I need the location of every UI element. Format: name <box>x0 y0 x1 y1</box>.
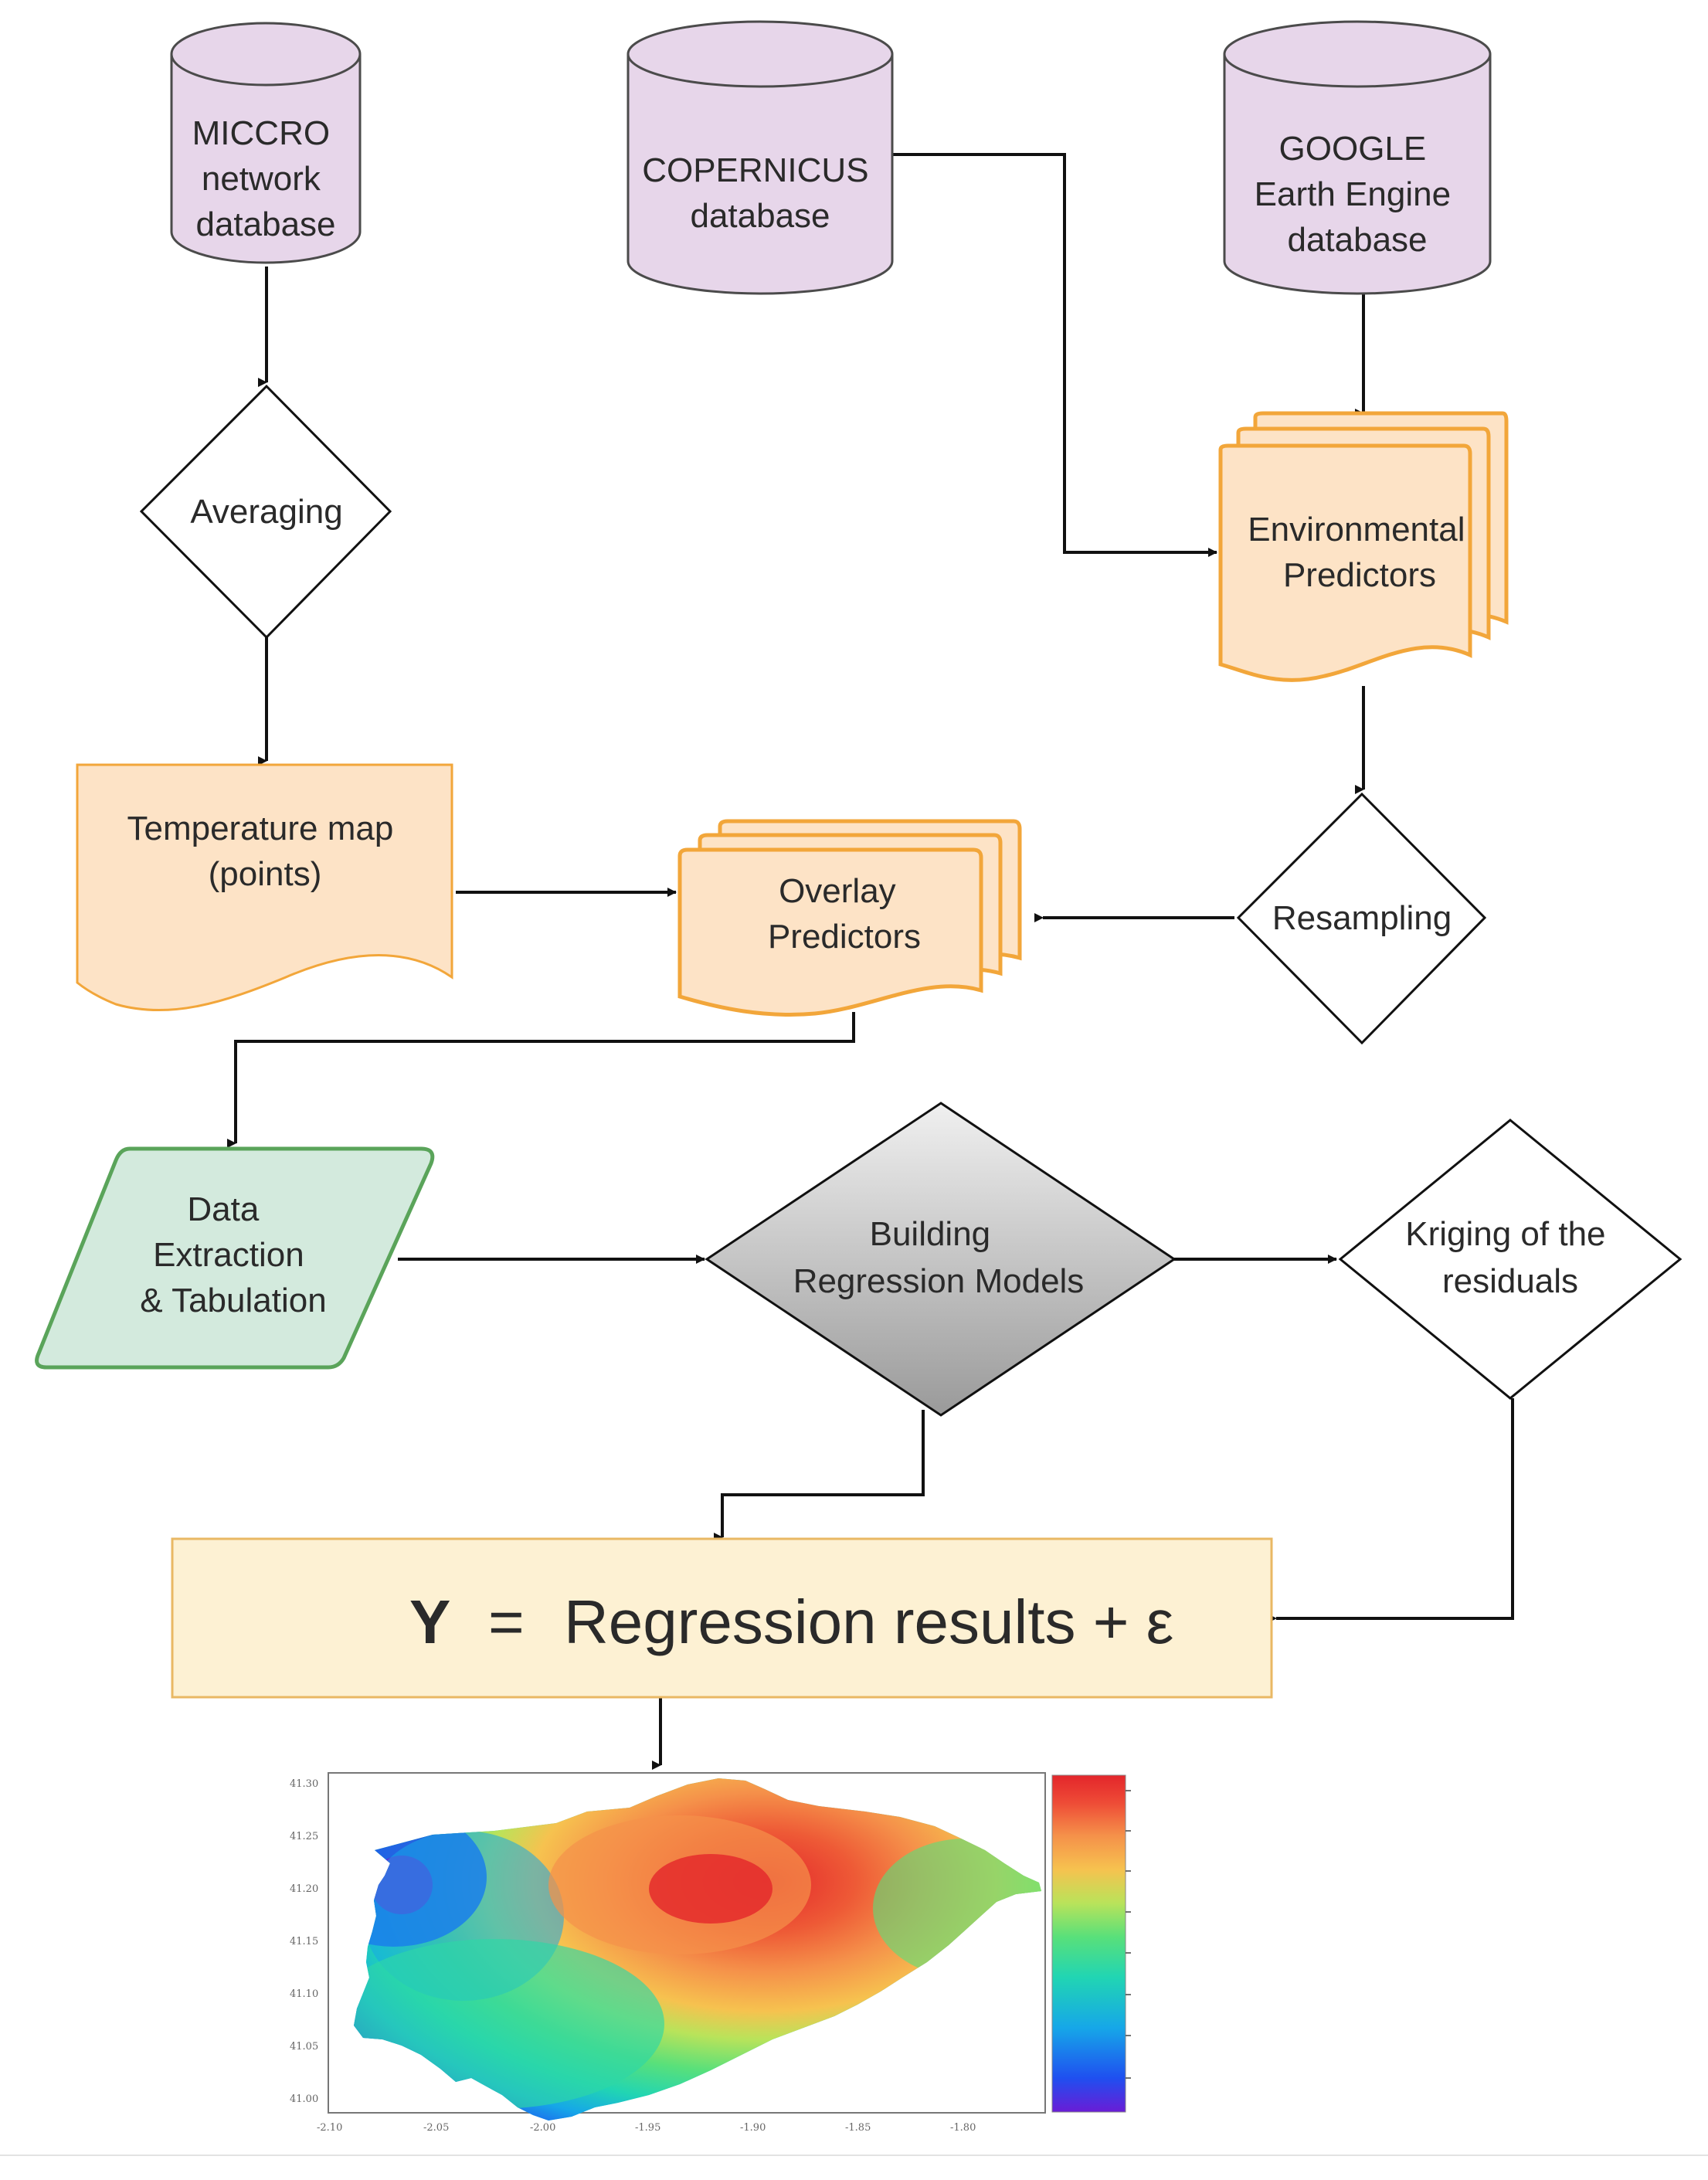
svg-text:Temperature map (points): Temperature map (points) <box>127 810 402 893</box>
google-database: GOOGLE Earth Engine database <box>1223 20 1492 295</box>
database-cylinder-body <box>170 54 362 264</box>
resampling-decision: Resampling <box>1236 792 1487 1045</box>
overlay-label-line-2: Predictors <box>768 918 921 956</box>
equation-equals: = <box>488 1587 525 1656</box>
temperature-map-label-line-1: Temperature map <box>127 810 393 847</box>
map-x-tick-label: -2.05 <box>423 2122 449 2134</box>
map-x-tick-label: -2.10 <box>317 2122 342 2134</box>
google-label-line-3: database <box>1287 221 1427 259</box>
environmental-predictors-documents: Environmental Predictors <box>1218 411 1509 682</box>
environmental-label-line-2: Predictors <box>1283 556 1436 594</box>
svg-text:Kriging of the residuals: Kriging of the residuals <box>1405 1215 1615 1300</box>
map-y-tick-label: 41.00 <box>290 2093 318 2105</box>
database-cylinder-top <box>1223 20 1492 88</box>
svg-text:Environmental Predictors: Environmental Predictors <box>1248 511 1475 594</box>
miccro-database: MICCRO network database <box>170 22 362 264</box>
map-x-tick-label: -1.80 <box>950 2122 976 2134</box>
document-sheet-front <box>1218 443 1472 682</box>
temperature-map-label-line-2: (points) <box>209 855 322 893</box>
copernicus-label-line-2: database <box>690 197 830 235</box>
google-label-line-2: Earth Engine <box>1255 175 1451 213</box>
regression-equation-box: Y = Regression results + ε <box>171 1537 1273 1699</box>
database-cylinder-body <box>626 54 894 295</box>
connectors <box>227 153 1514 1770</box>
decision-diamond <box>1338 1119 1683 1400</box>
data-extraction-label-line-3: & Tabulation <box>140 1282 326 1319</box>
miccro-label-line-2: network <box>202 160 321 198</box>
kriging-label-line-1: Kriging of the <box>1405 1215 1605 1253</box>
map-x-ticks: -2.10 -2.05 -2.00 -1.95 -1.90 -1.85 -1.8… <box>317 2122 976 2134</box>
miccro-label-line-3: database <box>195 205 335 243</box>
map-x-tick-label: -1.85 <box>845 2122 871 2134</box>
svg-text:Y = Regression res: Y = Regression results + ε <box>409 1587 1173 1656</box>
environmental-label-line-1: Environmental <box>1248 511 1465 548</box>
map-y-tick-label: 41.20 <box>290 1883 318 1895</box>
data-extraction-label-line-2: Extraction <box>153 1236 304 1274</box>
document-shape <box>76 763 453 1012</box>
svg-text:COPERNICUS database: COPERNICUS database <box>642 151 878 235</box>
building-regression-label-line-1: Building <box>870 1215 991 1253</box>
svg-text:MICCRO network dat: MICCRO network database <box>192 114 340 243</box>
temperature-map-document: Temperature map (points) <box>76 763 453 1012</box>
arrow-kriging-to-equation <box>1268 1398 1514 1623</box>
miccro-label-line-1: MICCRO <box>192 114 330 152</box>
svg-text:Overlay Predictors: Overlay Predictors <box>768 872 921 956</box>
overlay-label-line-1: Overlay <box>779 872 896 910</box>
map-x-tick-label: -2.00 <box>530 2122 555 2134</box>
decision-diamond <box>139 384 392 640</box>
map-y-tick-label: 41.15 <box>290 1936 318 1947</box>
colorbar <box>1051 1774 1126 2113</box>
overlay-predictors-documents: Overlay Predictors <box>677 819 1022 1017</box>
map-y-ticks: 41.30 41.25 41.20 41.15 41.10 41.05 41.0… <box>290 1778 318 2105</box>
copernicus-label-line-1: COPERNICUS <box>642 151 868 189</box>
kriging-label-line-2: residuals <box>1442 1262 1578 1300</box>
kriging-decision: Kriging of the residuals <box>1338 1119 1683 1400</box>
arrow-building-regression-to-equation <box>714 1410 925 1542</box>
building-regression-decision: Building Regression Models <box>705 1102 1177 1417</box>
temperature-result-map: 41.30 41.25 41.20 41.15 41.10 41.05 41.0… <box>290 1772 1131 2134</box>
averaging-decision: Averaging <box>139 384 392 640</box>
data-shape <box>35 1146 435 1370</box>
map-hot-zone <box>649 1854 773 1924</box>
data-extraction-parallelogram: Data Extraction & Tabulation <box>35 1146 435 1370</box>
colorbar-ticks <box>1126 1790 1131 2079</box>
map-x-tick-label: -1.90 <box>740 2122 766 2134</box>
map-y-tick-label: 41.25 <box>290 1831 318 1842</box>
map-y-tick-label: 41.30 <box>290 1778 318 1790</box>
equation-box <box>171 1537 1273 1699</box>
database-cylinder-top <box>170 22 362 87</box>
map-y-tick-label: 41.05 <box>290 2041 318 2053</box>
arrow-copernicus-to-environmental <box>891 153 1217 557</box>
document-sheet-front <box>677 847 983 1017</box>
svg-text:Building Regression Mode: Building Regression Models <box>793 1215 1085 1300</box>
database-cylinder-body <box>1223 54 1492 295</box>
decision-diamond <box>705 1102 1177 1417</box>
map-y-tick-label: 41.10 <box>290 1988 318 2000</box>
database-cylinder-top <box>626 20 894 88</box>
equation-rhs: Regression results + ε <box>564 1587 1173 1656</box>
copernicus-database: COPERNICUS database <box>626 20 894 295</box>
map-x-tick-label: -1.95 <box>635 2122 660 2134</box>
data-extraction-label-line-1: Data <box>187 1190 259 1228</box>
svg-text:Data Extraction &: Data Extraction & Tabulation <box>140 1190 326 1319</box>
equation-y: Y <box>409 1587 450 1656</box>
decision-diamond <box>1236 792 1487 1045</box>
google-label-line-1: GOOGLE <box>1279 130 1427 168</box>
building-regression-label-line-2: Regression Models <box>793 1262 1085 1300</box>
averaging-label: Averaging <box>190 493 342 531</box>
arrow-overlay-to-data-extraction <box>227 1012 855 1148</box>
svg-text:GOOGLE Earth Engine: GOOGLE Earth Engine database <box>1255 130 1461 259</box>
resampling-label: Resampling <box>1272 899 1452 937</box>
